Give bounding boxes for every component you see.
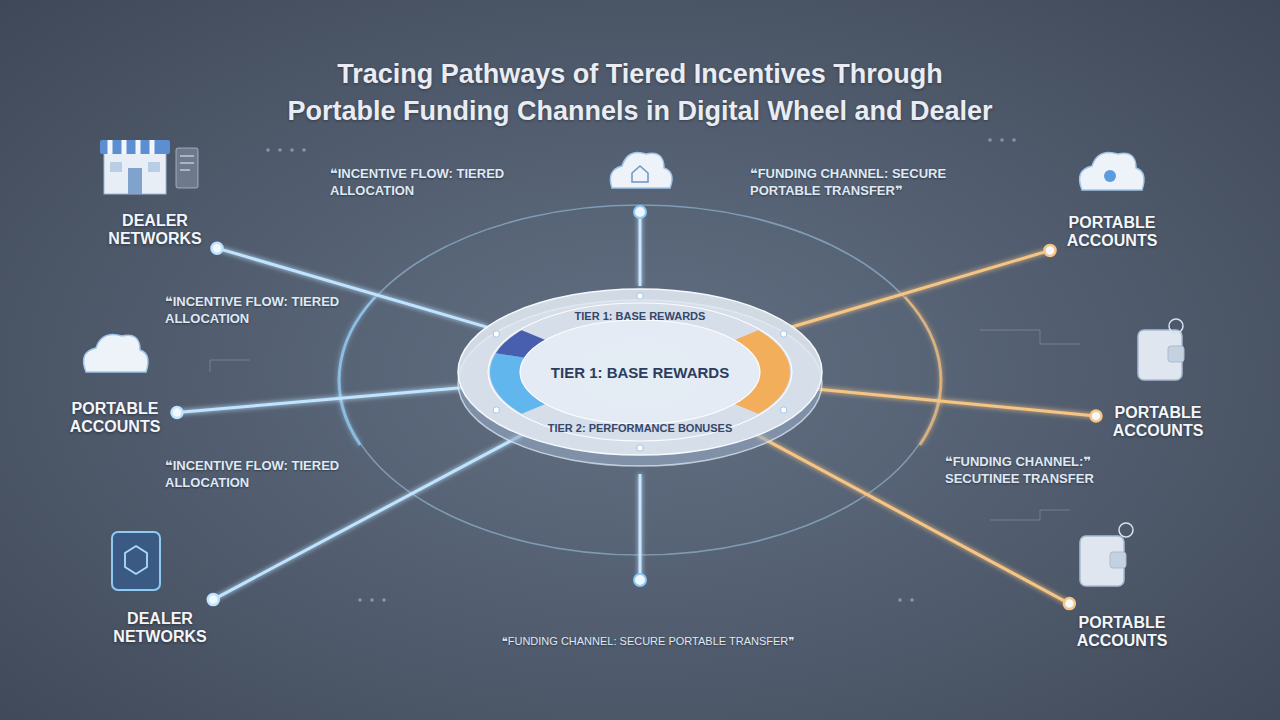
wallet-icon xyxy=(1080,523,1133,586)
flow-callout: ❝FUNDING CHANNEL:❞ SECUTINEE TRANSFER xyxy=(945,454,1130,488)
wallet-badge xyxy=(1119,523,1133,537)
panel-lines xyxy=(180,156,194,170)
connector-dot xyxy=(1091,411,1102,422)
wallet-badge xyxy=(1169,319,1183,333)
endpoint-node: PORTABLE ACCOUNTS xyxy=(1060,604,1184,661)
endpoint-node: PORTABLE ACCOUNTS xyxy=(53,390,177,447)
wallet-clasp xyxy=(1168,346,1184,362)
flow-callout: ❝FUNDING CHANNEL: SECURE PORTABLE TRANSF… xyxy=(502,634,794,648)
flow-callout: ❝INCENTIVE FLOW: TIERED ALLOCATION xyxy=(165,294,345,328)
dot xyxy=(1012,138,1016,142)
inner-disk xyxy=(520,320,760,424)
dot xyxy=(278,148,282,152)
endpoint-node: DEALER NETWORKS xyxy=(93,202,217,259)
endpoint-node: PORTABLE ACCOUNTS xyxy=(1050,204,1174,261)
disk-face xyxy=(458,289,822,455)
store-window xyxy=(148,162,160,172)
node-label: PORTABLE ACCOUNTS xyxy=(1072,614,1172,651)
side-panel xyxy=(176,148,198,188)
tier-label: TIER 2: PERFORMANCE BONUSES xyxy=(548,422,733,434)
node-label: DEALER NETWORKS xyxy=(105,212,205,249)
store-awning xyxy=(100,140,170,154)
connector-dot xyxy=(1045,245,1056,256)
vertical-channel xyxy=(639,212,642,286)
flow-connector xyxy=(217,248,487,327)
decorative-dots xyxy=(266,138,1016,602)
flow-callout: ❝INCENTIVE FLOW: TIERED ALLOCATION xyxy=(330,166,510,200)
store-body xyxy=(104,150,166,194)
connector-dot xyxy=(208,594,219,605)
dot xyxy=(302,148,306,152)
panel-icon xyxy=(176,148,198,188)
rim-dot xyxy=(493,407,499,413)
channel-dot xyxy=(634,574,646,586)
dot xyxy=(370,598,374,602)
flow-callout: ❝INCENTIVE FLOW: TIERED ALLOCATION xyxy=(165,458,345,492)
dot xyxy=(1000,138,1004,142)
cloud-icon xyxy=(610,153,672,189)
connector-dot xyxy=(172,407,183,418)
flow-connector xyxy=(818,389,1096,416)
dot xyxy=(988,138,992,142)
connector-dot xyxy=(1064,598,1075,609)
rim-dot xyxy=(637,445,643,451)
flow-connector xyxy=(177,388,461,413)
cloud-shape xyxy=(1080,153,1144,191)
cloud-icon xyxy=(1080,153,1144,191)
store-door xyxy=(128,168,142,194)
dot xyxy=(266,148,270,152)
dot xyxy=(290,148,294,152)
cloud-icon xyxy=(84,335,148,373)
dot xyxy=(898,598,902,602)
node-label: PORTABLE ACCOUNTS xyxy=(1108,404,1208,441)
dot xyxy=(910,598,914,602)
store-window xyxy=(110,162,122,172)
ring-outline xyxy=(488,303,792,441)
node-label: DEALER NETWORKS xyxy=(110,610,210,647)
orange-ring-arc xyxy=(905,297,941,445)
tier-hub: TIER 1: BASE REWARDS TIER 1: BASE REWARDS… xyxy=(455,284,825,474)
wallet-icon xyxy=(1138,319,1184,380)
dot xyxy=(382,598,386,602)
diagram-title: Tracing Pathways of Tiered Incentives Th… xyxy=(140,56,1140,131)
vertical-channel xyxy=(639,474,642,578)
node-label: PORTABLE ACCOUNTS xyxy=(65,400,165,437)
dot xyxy=(358,598,362,602)
store-icon xyxy=(100,140,170,194)
wallet-body xyxy=(1080,536,1124,586)
connector-dot xyxy=(212,243,223,254)
rim-dot xyxy=(637,293,643,299)
rim-dot xyxy=(493,331,499,337)
outer-ring xyxy=(340,205,940,555)
rim-dot xyxy=(781,407,787,413)
wallet-clasp xyxy=(1110,552,1126,568)
tier-label: TIER 1: BASE REWARDS xyxy=(551,364,729,381)
flow-callout: ❝FUNDING CHANNEL: SECURE PORTABLE TRANSF… xyxy=(750,166,990,200)
node-label: PORTABLE ACCOUNTS xyxy=(1062,214,1162,251)
rim-dot xyxy=(781,331,787,337)
house-symbol xyxy=(632,166,648,182)
awning-stripes xyxy=(110,140,152,154)
cloud-shape xyxy=(84,335,148,373)
channel-dot xyxy=(634,206,646,218)
tablet-icon xyxy=(112,532,160,590)
cloud-shape xyxy=(610,153,672,189)
tablet-hexagon xyxy=(125,546,147,574)
tier-label: TIER 1: BASE REWARDS xyxy=(575,310,706,322)
wallet-body xyxy=(1138,330,1182,380)
endpoint-node: DEALER NETWORKS xyxy=(98,600,222,657)
blue-ring-arc xyxy=(339,297,375,445)
flow-connector xyxy=(793,250,1050,326)
endpoint-node: PORTABLE ACCOUNTS xyxy=(1096,394,1220,451)
tablet-body xyxy=(112,532,160,590)
cloud-badge xyxy=(1104,170,1116,182)
